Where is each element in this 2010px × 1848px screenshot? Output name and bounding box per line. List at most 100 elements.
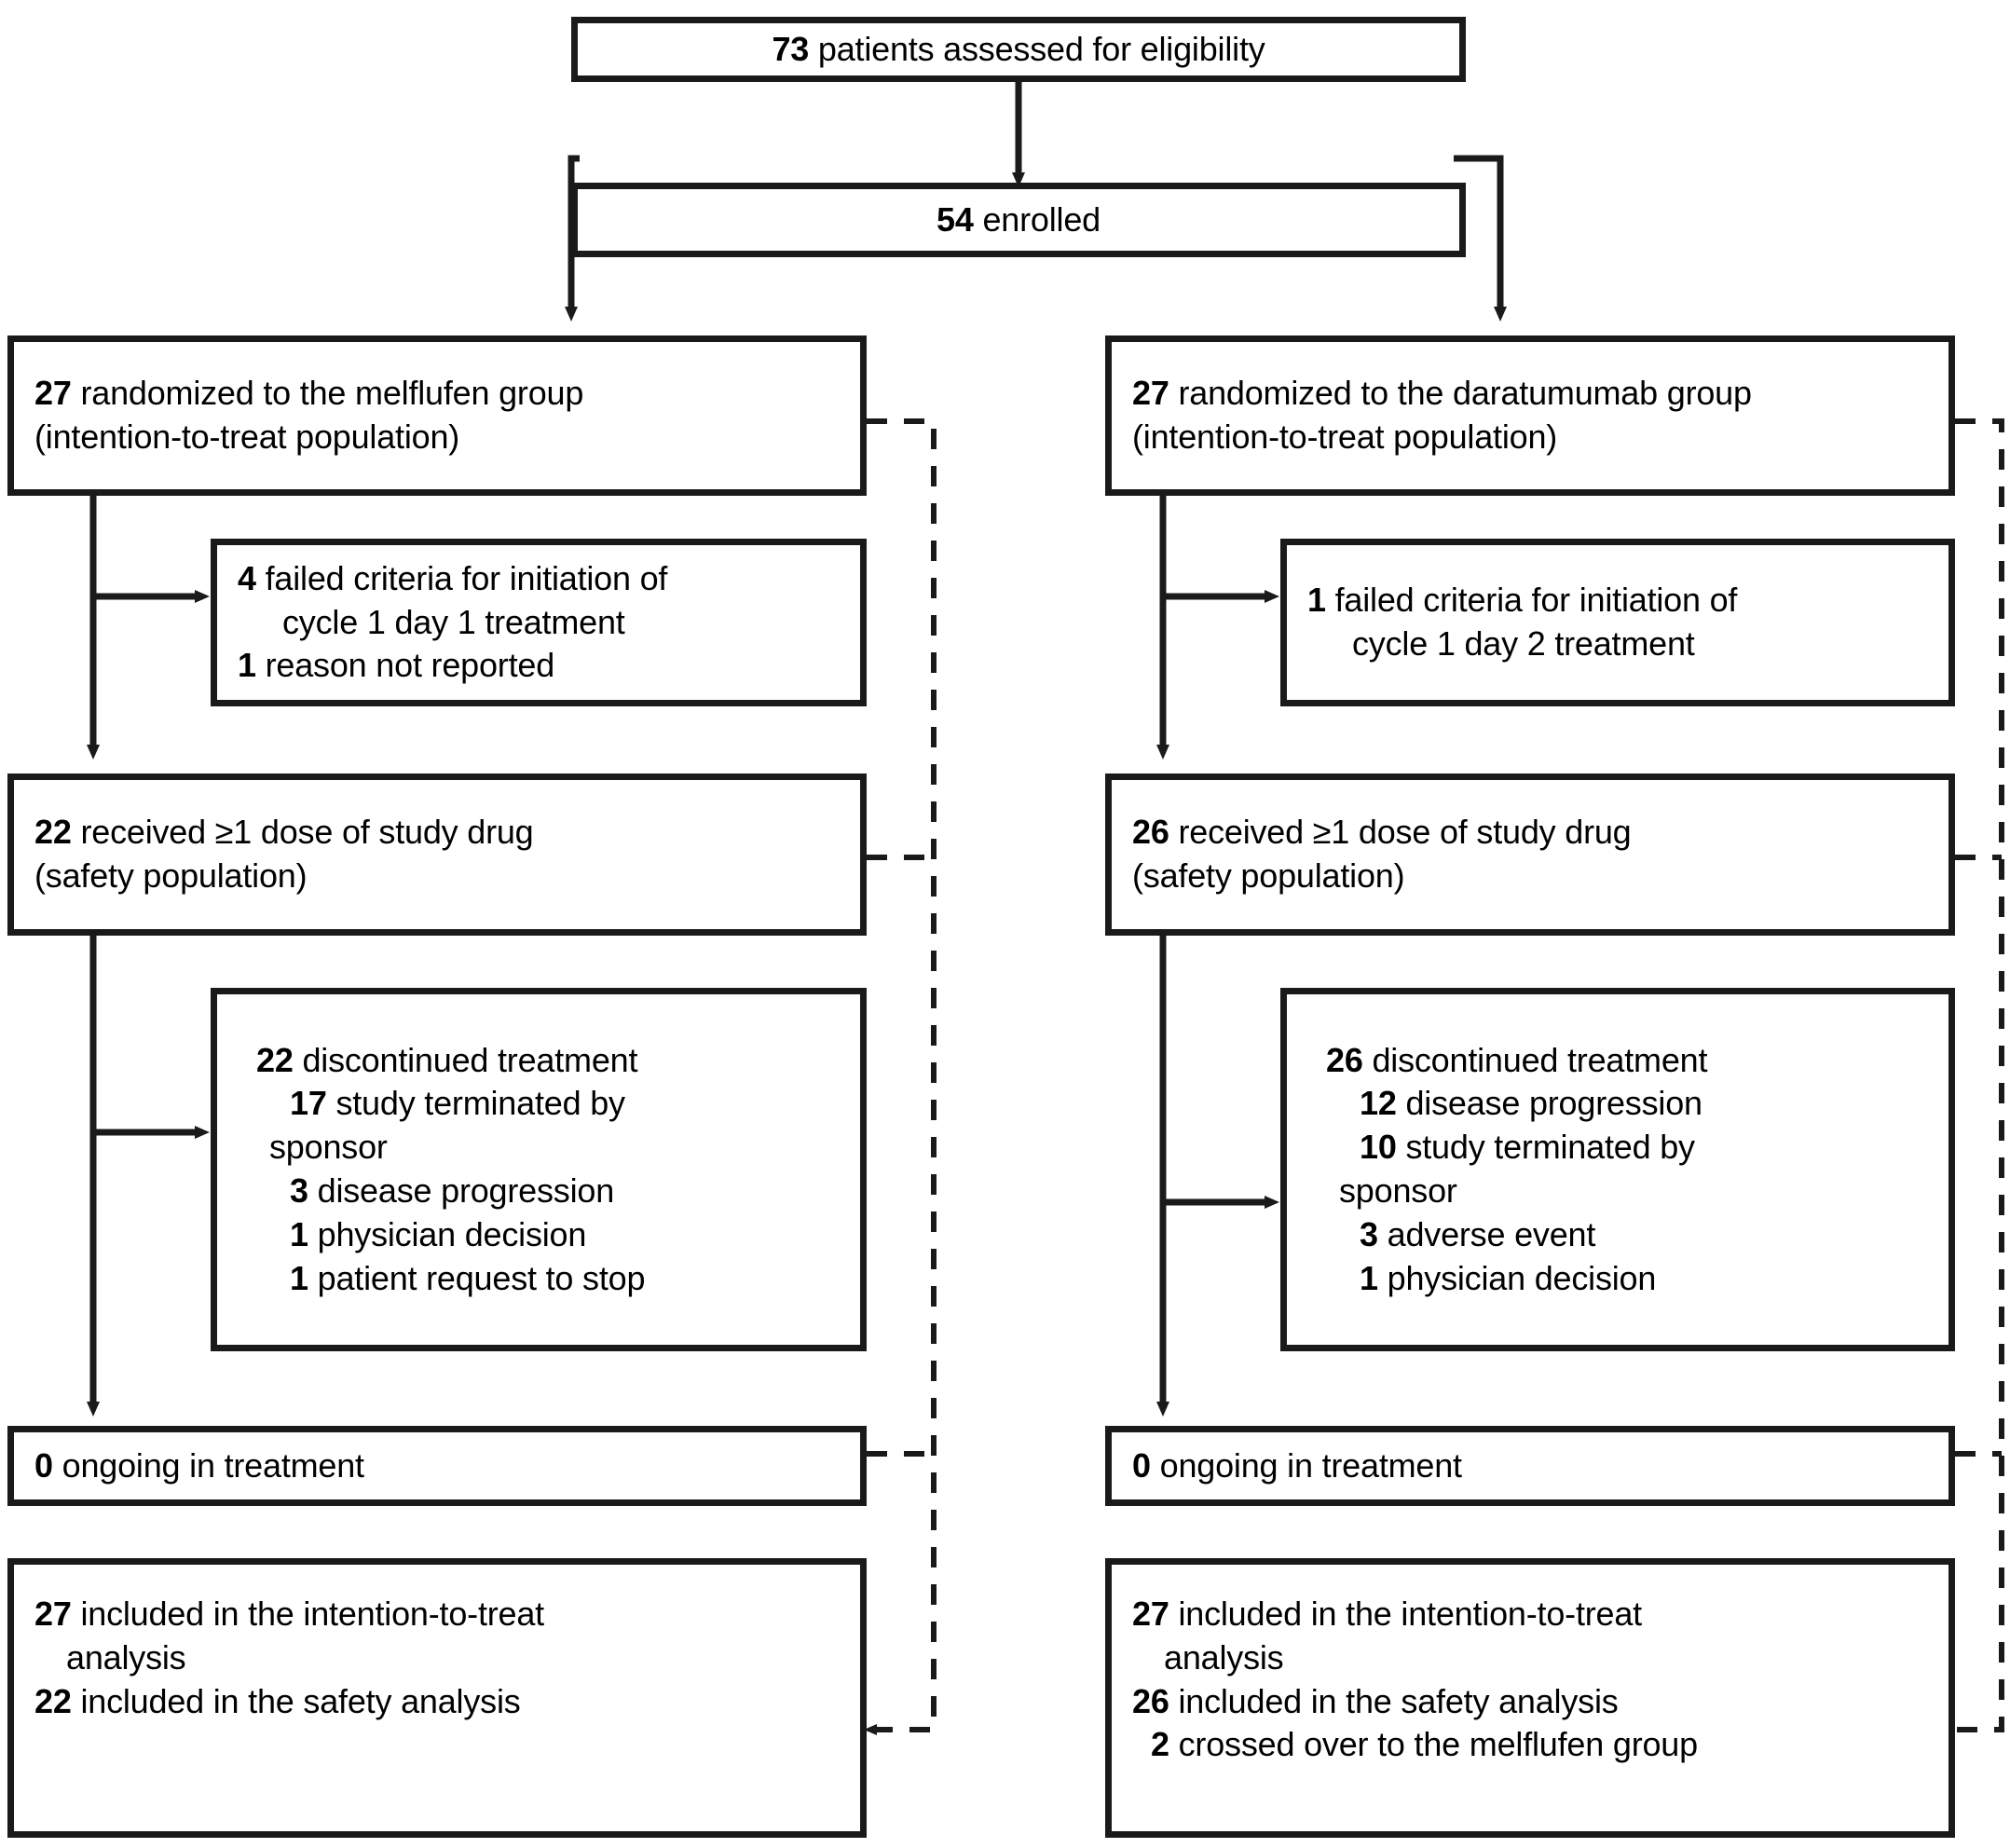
right-final-line4: 2 crossed over to the melflufen group	[1132, 1723, 1928, 1767]
box-left-final-analysis: 27 included in the intention-to-treat an…	[7, 1558, 867, 1838]
box-right-ongoing: 0 ongoing in treatment	[1105, 1426, 1955, 1506]
box-left-discontinued: 22 discontinued treatment 17 study termi…	[211, 988, 867, 1351]
left-ongoing-line: 0 ongoing in treatment	[34, 1444, 840, 1488]
right-disc-item-1: 10 study terminated by	[1307, 1126, 1928, 1170]
right-final-line1: 27 included in the intention-to-treat	[1132, 1593, 1928, 1636]
left-randomized-line1: 27 randomized to the melflufen group	[34, 372, 840, 416]
right-final-crossover-count: 2	[1151, 1725, 1169, 1764]
right-dose-line1: 26 received ≥1 dose of study drug	[1132, 811, 1928, 855]
right-disc-item-2: 3 adverse event	[1307, 1213, 1928, 1257]
left-final-safety-text: included in the safety analysis	[71, 1681, 521, 1720]
left-disc-item-0-count: 17	[290, 1084, 327, 1123]
right-disc-item-0: 12 disease progression	[1307, 1082, 1928, 1126]
right-disc-item-0-count: 12	[1360, 1084, 1397, 1123]
left-disc-line1: 22 discontinued treatment	[238, 1039, 840, 1083]
right-ongoing-text: ongoing in treatment	[1150, 1445, 1462, 1485]
right-dose-count: 26	[1132, 813, 1169, 852]
left-disc-item-1: 3 disease progression	[238, 1170, 840, 1213]
left-randomized-line2: (intention-to-treat population)	[34, 418, 460, 456]
right-failed-count: 1	[1307, 581, 1326, 620]
left-disc-item-2-text: physician decision	[308, 1214, 587, 1253]
right-disc-item-3: 1 physician decision	[1307, 1257, 1928, 1301]
left-disc-item-2: 1 physician decision	[238, 1213, 840, 1257]
right-final-line3: 26 included in the safety analysis	[1132, 1680, 1928, 1724]
left-ongoing-count: 0	[34, 1445, 53, 1485]
right-final-safety-count: 26	[1132, 1681, 1169, 1720]
right-final-itt-count: 27	[1132, 1595, 1169, 1633]
left-disc-item-3: 1 patient request to stop	[238, 1257, 840, 1301]
left-final-safety-count: 22	[34, 1681, 72, 1720]
right-disc-count: 26	[1326, 1040, 1363, 1079]
box-left-ongoing: 0 ongoing in treatment	[7, 1426, 867, 1506]
box-assessed-for-eligibility: 73 patients assessed for eligibility	[571, 17, 1466, 82]
left-final-line2: analysis	[66, 1637, 186, 1677]
box-left-received-dose: 22 received ≥1 dose of study drug (safet…	[7, 773, 867, 936]
right-randomized-text: randomized to the daratumumab group	[1169, 374, 1752, 413]
left-disc-item-0-text: study terminated by	[326, 1084, 625, 1123]
right-disc-item-2-text: adverse event	[1377, 1214, 1596, 1253]
left-randomized-text: randomized to the melflufen group	[71, 374, 584, 413]
right-randomized-line2: (intention-to-treat population)	[1132, 418, 1558, 456]
box-left-randomized: 27 randomized to the melflufen group (in…	[7, 335, 867, 496]
left-randomized-count: 27	[34, 374, 72, 413]
left-final-itt-text: included in the intention-to-treat	[71, 1595, 544, 1633]
left-disc-text: discontinued treatment	[293, 1040, 638, 1079]
box-right-discontinued: 26 discontinued treatment 12 disease pro…	[1280, 988, 1955, 1351]
box-right-received-dose: 26 received ≥1 dose of study drug (safet…	[1105, 773, 1955, 936]
right-disc-item-3-count: 1	[1360, 1258, 1378, 1297]
left-disc-item-3-text: patient request to stop	[308, 1258, 646, 1297]
right-dose-line2: (safety population)	[1132, 856, 1405, 895]
left-dose-line1: 22 received ≥1 dose of study drug	[34, 811, 840, 855]
right-failed-line2: cycle 1 day 2 treatment	[1352, 624, 1695, 663]
box-right-final-analysis: 27 included in the intention-to-treat an…	[1105, 1558, 1955, 1838]
right-final-itt-text: included in the intention-to-treat	[1169, 1595, 1642, 1633]
right-randomized-line1: 27 randomized to the daratumumab group	[1132, 372, 1928, 416]
left-disc-item-0: 17 study terminated by	[238, 1082, 840, 1126]
left-ongoing-text: ongoing in treatment	[52, 1445, 364, 1485]
left-failed-count: 4	[238, 558, 256, 597]
box-right-failed-criteria: 1 failed criteria for initiation of cycl…	[1280, 539, 1955, 706]
right-randomized-count: 27	[1132, 374, 1169, 413]
left-failed-line2: cycle 1 day 1 treatment	[282, 602, 625, 641]
right-final-crossover-text: crossed over to the melflufen group	[1169, 1725, 1699, 1764]
box-enrolled: 54 enrolled	[571, 183, 1466, 257]
left-dose-line2: (safety population)	[34, 856, 308, 895]
left-disc-item-1-text: disease progression	[308, 1171, 615, 1210]
right-disc-item-3-text: physician decision	[1377, 1258, 1657, 1297]
left-disc-item-3-count: 1	[290, 1258, 308, 1297]
right-disc-item-1-text: study terminated by	[1396, 1128, 1695, 1167]
left-final-line1: 27 included in the intention-to-treat	[34, 1593, 840, 1636]
left-dose-text: received ≥1 dose of study drug	[71, 813, 534, 852]
right-disc-item-1-count: 10	[1360, 1128, 1397, 1167]
left-disc-item-1-count: 3	[290, 1171, 308, 1210]
enrolled-text: enrolled	[973, 199, 1101, 239]
right-failed-line1: 1 failed criteria for initiation of	[1307, 579, 1928, 623]
left-final-line3: 22 included in the safety analysis	[34, 1680, 840, 1724]
right-disc-line1: 26 discontinued treatment	[1307, 1039, 1928, 1083]
enrolled-line: 54 enrolled	[598, 198, 1439, 242]
left-disc-count: 22	[256, 1040, 294, 1079]
box-right-randomized: 27 randomized to the daratumumab group (…	[1105, 335, 1955, 496]
right-ongoing-count: 0	[1132, 1445, 1151, 1485]
right-final-line2: analysis	[1164, 1637, 1284, 1677]
assessed-count: 73	[772, 29, 810, 68]
left-failed-text: failed criteria for initiation of	[255, 558, 668, 597]
assessed-line: 73 patients assessed for eligibility	[598, 28, 1439, 72]
assessed-text: patients assessed for eligibility	[809, 29, 1265, 68]
right-disc-item-0-text: disease progression	[1396, 1084, 1702, 1123]
left-failed-line3: 1 reason not reported	[238, 644, 840, 688]
left-final-itt-count: 27	[34, 1595, 72, 1633]
right-failed-text: failed criteria for initiation of	[1325, 581, 1738, 620]
left-failed-reason-count: 1	[238, 646, 256, 685]
left-failed-reason-text: reason not reported	[255, 646, 555, 685]
right-dose-text: received ≥1 dose of study drug	[1169, 813, 1632, 852]
right-final-safety-text: included in the safety analysis	[1169, 1681, 1619, 1720]
left-failed-line1: 4 failed criteria for initiation of	[238, 557, 840, 601]
enrolled-count: 54	[937, 199, 974, 239]
left-disc-item-2-count: 1	[290, 1214, 308, 1253]
right-disc-item-2-count: 3	[1360, 1214, 1378, 1253]
box-left-failed-criteria: 4 failed criteria for initiation of cycl…	[211, 539, 867, 706]
right-ongoing-line: 0 ongoing in treatment	[1132, 1444, 1928, 1488]
right-disc-item-1-cont: sponsor	[1339, 1171, 1457, 1210]
